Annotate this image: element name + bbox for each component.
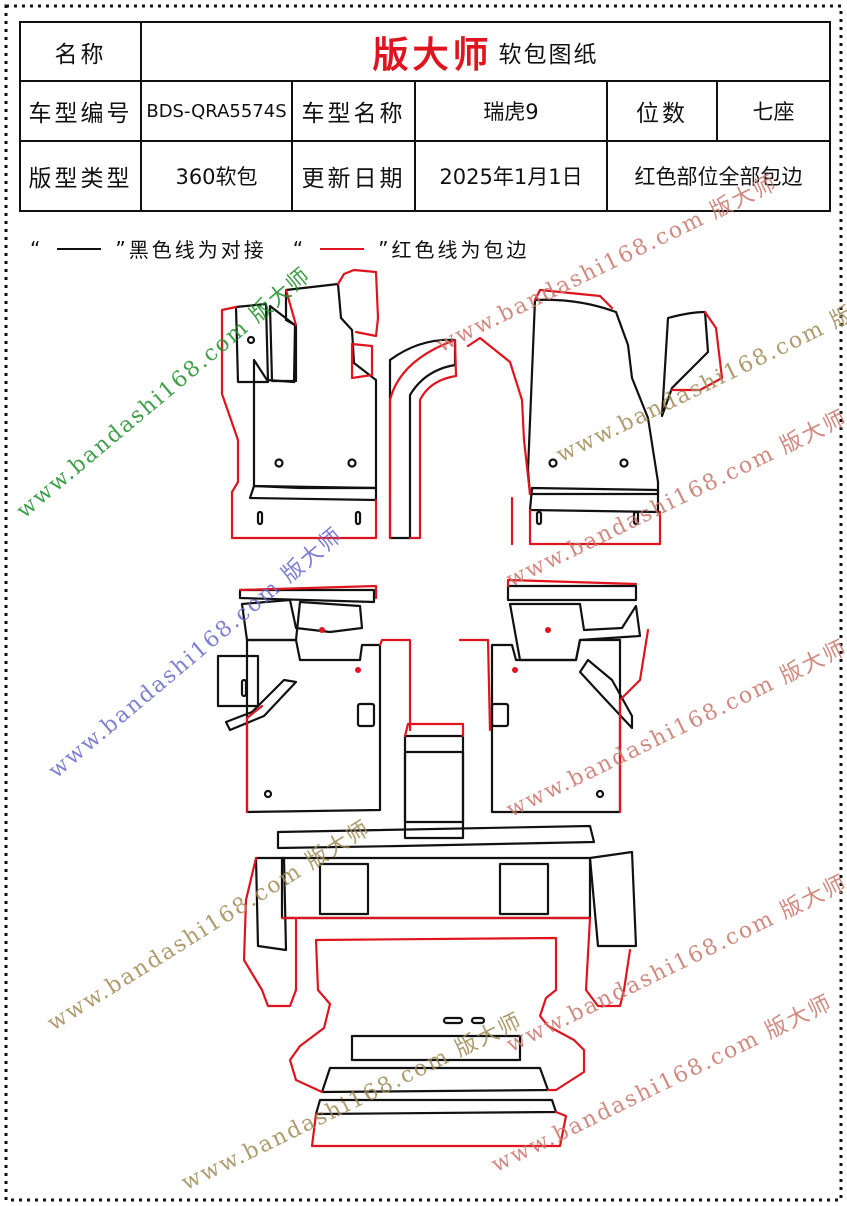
red-binding-lines xyxy=(220,268,724,1148)
model-name-label: 车型名称 xyxy=(291,80,416,142)
third-row-right-seat-well xyxy=(498,862,550,916)
front-right-side-edge xyxy=(670,310,724,392)
second-row-left-edge xyxy=(245,638,412,814)
legend-open-quote: “ xyxy=(30,236,44,261)
info-table: 名称 版大师软包图纸 车型编号 BDS-QRA5574S 车型名称 瑞虎9 位数… xyxy=(19,21,832,212)
second-row-left-inner-piece xyxy=(240,598,364,642)
third-row-left-seat-well xyxy=(318,862,370,916)
third-row-left-outer-edge xyxy=(242,856,298,1008)
second-row-left-side-flap xyxy=(216,654,260,708)
model-code-value: BDS-QRA5574S xyxy=(140,80,293,142)
front-left-side-flap xyxy=(234,302,270,384)
front-right-heel-strip xyxy=(528,486,660,514)
binding-joint-dots xyxy=(319,627,551,673)
second-row-right-inner-piece xyxy=(508,602,642,662)
trunk-inner-liner xyxy=(350,1034,522,1062)
front-left-side-flap-2 xyxy=(268,304,298,383)
slot xyxy=(632,510,640,526)
slot xyxy=(442,1016,464,1025)
middle-cross-bar xyxy=(276,824,596,850)
slot xyxy=(354,510,362,526)
front-left-mat xyxy=(252,282,378,490)
second-row-left-top-edge xyxy=(238,584,378,600)
legend-red-line xyxy=(320,247,365,250)
name-label: 名称 xyxy=(19,21,142,82)
joint-dot xyxy=(319,627,325,633)
line-legend: “”黑色线为对接“”红色线为包边 xyxy=(30,234,530,263)
legend-black-text: 黑色线为对接 xyxy=(128,238,267,262)
trunk-bottom-edge xyxy=(310,1110,568,1148)
slot xyxy=(470,1016,486,1025)
brand-logo: 版大师 xyxy=(372,34,493,76)
clip-hole xyxy=(263,789,273,799)
clip-hole xyxy=(274,458,284,468)
update-date-value: 2025年1月1日 xyxy=(414,140,608,212)
slot xyxy=(256,510,264,526)
second-row-right-top-edge xyxy=(506,578,638,588)
second-row-right-side-strip xyxy=(578,658,634,730)
third-row-right-side-piece xyxy=(588,850,638,948)
trunk-main-edge xyxy=(288,936,586,1094)
second-row-left-arm-strip xyxy=(224,678,298,732)
front-right-inner-edge xyxy=(466,336,532,496)
front-tunnel-edge xyxy=(388,338,458,540)
second-row-left-mat xyxy=(245,638,382,814)
title-cell: 版大师软包图纸 xyxy=(139,21,832,82)
front-left-top-edge xyxy=(284,268,380,338)
slot xyxy=(535,510,543,526)
model-code-label: 车型编号 xyxy=(19,80,142,142)
seats-value: 七座 xyxy=(715,80,832,142)
joint-dot xyxy=(355,667,361,673)
third-row-left-side-piece xyxy=(254,856,288,952)
legend-close-quote-2: ” xyxy=(378,236,392,261)
model-name-value: 瑞虎9 xyxy=(414,80,608,142)
legend-open-quote-2: “ xyxy=(292,236,307,261)
hook-bracket xyxy=(490,702,510,728)
center-console-cover xyxy=(403,750,465,824)
center-console-edge xyxy=(403,722,465,738)
hook-bracket xyxy=(356,702,376,728)
third-row-right-outer-edge xyxy=(584,916,632,1008)
clip-hole xyxy=(246,335,256,345)
second-row-left-top-piece xyxy=(238,588,376,604)
binding-note: 红色部位全部包边 xyxy=(605,140,832,212)
second-row-right-edge xyxy=(458,628,650,814)
clip-hole xyxy=(548,458,558,468)
seats-label: 位数 xyxy=(606,80,718,142)
clip-hole xyxy=(619,458,629,468)
update-date-label: 更新日期 xyxy=(291,140,416,212)
clip-hole xyxy=(347,458,357,468)
front-right-bottom-edge xyxy=(528,508,662,546)
black-butt-lines xyxy=(216,282,710,1116)
front-left-pedal-edge xyxy=(350,342,374,380)
document-title: 软包图纸 xyxy=(498,41,599,68)
clip-hole xyxy=(595,789,605,799)
second-row-right-top-piece xyxy=(506,584,638,602)
slot xyxy=(240,678,248,698)
front-tunnel-strip xyxy=(388,338,457,540)
front-left-outer-edge xyxy=(220,305,378,540)
front-right-outer-edge xyxy=(533,288,614,310)
joint-dot xyxy=(545,627,551,633)
joint-dot xyxy=(512,667,518,673)
pattern-type-label: 版型类型 xyxy=(19,140,142,212)
front-right-side-flap xyxy=(660,310,710,418)
legend-close-quote: ” xyxy=(115,236,129,261)
pattern-type-value: 360软包 xyxy=(140,140,293,212)
legend-red-text: 红色线为包边 xyxy=(391,238,530,262)
legend-black-line xyxy=(57,247,102,250)
